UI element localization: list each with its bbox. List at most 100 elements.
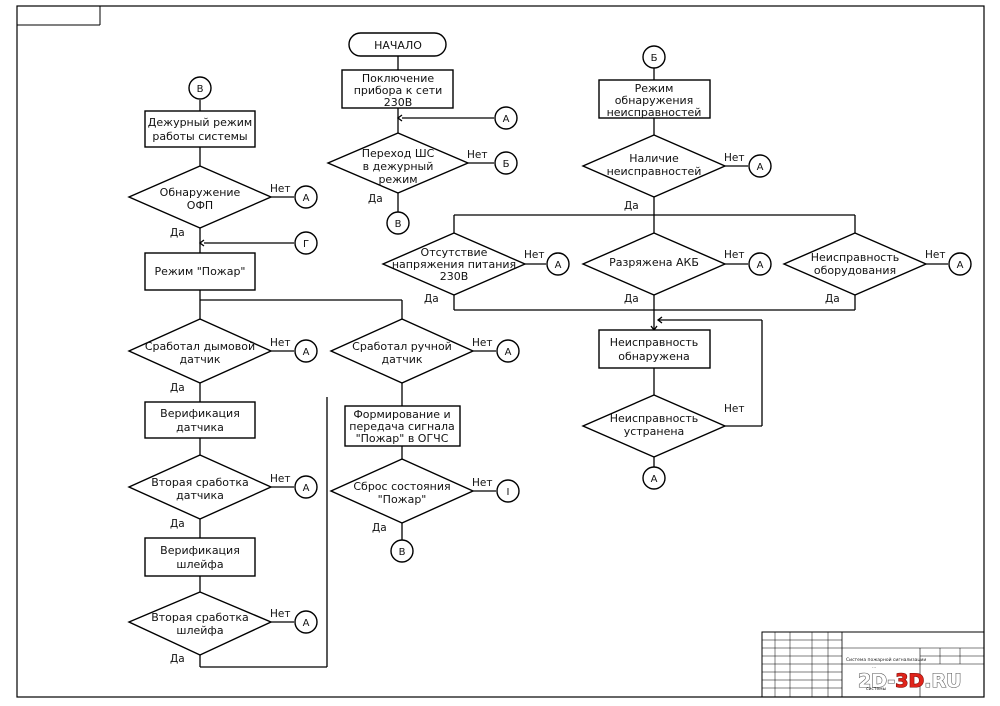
second-sensor-decision: [127, 454, 273, 520]
fault-mode-line-3: неисправностей: [607, 106, 702, 119]
equip-fault-line-2: оборудования: [814, 264, 896, 277]
no-label: Нет: [472, 337, 492, 349]
no-label: Нет: [472, 477, 492, 489]
signal-line-1: Формирование и: [353, 408, 450, 421]
verify-loop-line-1: Верификация: [160, 544, 240, 557]
connector-a-duty: [294, 185, 318, 209]
no-label: Нет: [524, 249, 544, 261]
connector-label: В: [395, 219, 402, 230]
sheet-frame: [16, 5, 985, 698]
connector-a-power: [494, 106, 518, 130]
duty-mode-line-2: работы системы: [152, 130, 247, 143]
fire-mode-label: Режим "Пожар": [154, 265, 245, 278]
connector-letters: В А Г А Б В А А А I В А Б А А А А А: [197, 53, 964, 629]
no-voltage-line-2: напряжения питания: [392, 258, 516, 271]
no-label: Нет: [925, 249, 945, 261]
transition-line-3: режим: [378, 173, 417, 186]
fault-present-line-2: неисправностей: [607, 165, 702, 178]
second-sensor-line-1: Вторая сработка: [151, 476, 249, 489]
yes-label: Да: [624, 200, 639, 212]
connector-a-voltage: [546, 252, 570, 276]
duty-mode-box: [144, 110, 256, 148]
connector-label: Б: [503, 159, 510, 170]
power-on-box: [341, 69, 454, 109]
yes-label: Да: [372, 522, 387, 534]
yes-label: Да: [170, 518, 185, 530]
fault-mode-line-1: Режим: [635, 82, 674, 95]
verify-loop-box: [144, 537, 256, 577]
connector-v-reset: [390, 539, 414, 563]
yes-label: Да: [170, 227, 185, 239]
connector-b-fault: [642, 45, 666, 69]
fault-mode-box: [598, 79, 711, 119]
signal-line-3: "Пожар" в ОГЧС: [356, 432, 449, 445]
stamp-title-3: системы: [866, 687, 887, 692]
duty-mode-line-1: Дежурный режим: [148, 116, 252, 129]
fault-fixed-line-1: Неисправность: [610, 412, 699, 425]
fire-mode-box: [144, 252, 256, 291]
verify-sensor-box: [144, 401, 256, 439]
connector-a-fault-present: [748, 154, 772, 178]
connector-label: В: [399, 547, 406, 558]
yes-label: Да: [825, 293, 840, 305]
yes-label: Да: [368, 193, 383, 205]
second-loop-line-1: Вторая сработка: [151, 611, 249, 624]
connector-v-top: [188, 76, 212, 100]
connector-i-reset: [496, 479, 520, 503]
fault-found-box: [598, 329, 711, 369]
ofp-line-2: ОФП: [187, 199, 213, 212]
fault-mode-line-2: обнаружения: [615, 94, 694, 107]
no-label: Нет: [270, 608, 290, 620]
connector-a-battery: [748, 252, 772, 276]
reset-line-2: "Пожар": [378, 493, 427, 506]
no-label: Нет: [724, 249, 744, 261]
reset-decision: [329, 458, 475, 524]
watermark-suffix: .RU: [924, 670, 961, 692]
watermark-logo: 2D-3D.RU: [857, 669, 962, 692]
branch-labels: Нет Да Нет Да Нет Да Нет Нет Да Нет Да Н…: [170, 149, 945, 665]
stamp-title-1: Система пожарной сигнализации: [846, 656, 926, 663]
fault-found-line-2: обнаружена: [618, 350, 690, 363]
connector-label: Б: [651, 53, 658, 64]
fault-present-line-1: Наличие: [629, 152, 679, 165]
no-label: Нет: [467, 149, 487, 161]
connector-a-second-loop: [294, 610, 318, 634]
no-label: Нет: [270, 473, 290, 485]
connector-label: I: [507, 487, 510, 498]
shape-texts: НАЧАЛО Поключение прибора к сети 230В Пе…: [145, 39, 899, 637]
connector-label: А: [957, 260, 964, 271]
watermark-prefix: 2D-: [858, 670, 895, 692]
yes-label: Да: [624, 293, 639, 305]
verify-sensor-line-1: Верификация: [160, 407, 240, 420]
start-terminal: [348, 32, 447, 57]
connector-label: А: [303, 483, 310, 494]
connector-a-end: [642, 466, 666, 490]
no-label: Нет: [270, 337, 290, 349]
equip-fault-line-1: Неисправность: [811, 251, 900, 264]
no-voltage-decision: [381, 232, 527, 296]
ofp-decision: [127, 165, 273, 229]
connector-label: А: [757, 162, 764, 173]
fault-found-line-1: Неисправность: [610, 336, 699, 349]
signal-box: [344, 405, 461, 447]
start-label: НАЧАЛО: [374, 39, 422, 52]
manual-line-1: Сработал ручной: [352, 340, 452, 353]
smoke-line-1: Сработал дымовой: [145, 340, 255, 353]
verify-sensor-line-2: датчика: [176, 421, 224, 434]
ofp-line-1: Обнаружение: [160, 186, 241, 199]
connector-a-equip: [948, 252, 972, 276]
second-loop-decision: [127, 591, 273, 656]
smoke-line-2: датчик: [179, 353, 220, 366]
second-sensor-line-2: датчика: [176, 489, 224, 502]
connector-v-transition: [386, 211, 410, 235]
manual-line-2: датчик: [381, 353, 422, 366]
equip-fault-decision: [782, 232, 928, 296]
signal-line-2: передача сигнала: [349, 420, 454, 433]
battery-decision: [581, 232, 727, 296]
verify-loop-line-2: шлейфа: [176, 558, 223, 571]
power-on-line-1: Поключение: [362, 72, 435, 85]
stamp-title-2: ...: [872, 665, 876, 670]
manual-decision: [329, 318, 475, 384]
yes-label: Да: [170, 653, 185, 665]
